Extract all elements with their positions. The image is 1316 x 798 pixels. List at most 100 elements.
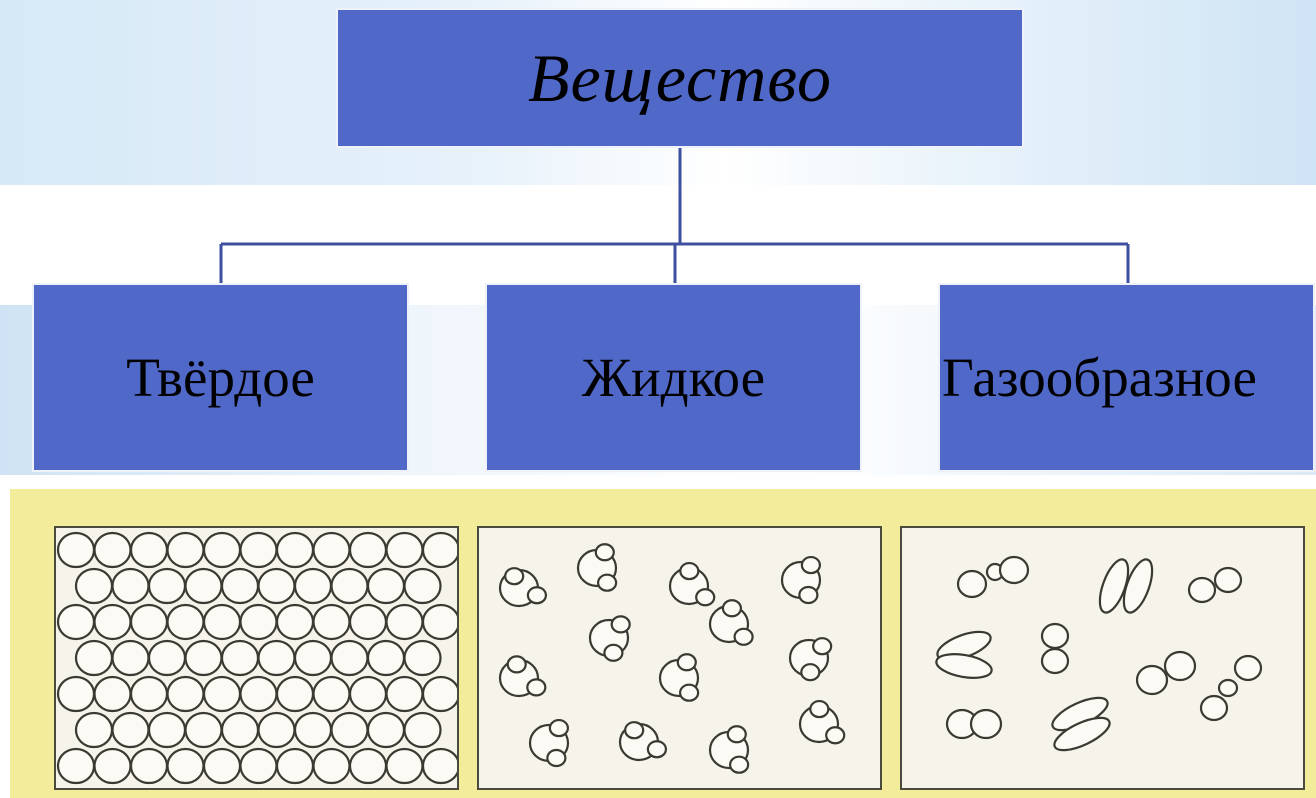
solid-particle xyxy=(239,531,278,569)
solid-particle xyxy=(184,639,223,677)
solid-particle xyxy=(111,639,150,677)
liquid-atom xyxy=(679,561,700,581)
liquid-atom xyxy=(798,585,819,605)
solid-particle xyxy=(366,711,406,749)
solid-particle xyxy=(312,603,351,641)
liquid-atom xyxy=(812,637,833,656)
solid-particle xyxy=(166,747,205,785)
solid-particle xyxy=(257,639,296,677)
liquid-atom xyxy=(526,678,547,697)
solid-particle xyxy=(421,675,457,713)
gas-particle xyxy=(956,569,988,599)
gas-particle xyxy=(1163,650,1197,682)
liquid-atom xyxy=(679,683,700,702)
solid-particle xyxy=(403,567,442,605)
liquid-atom xyxy=(726,725,747,744)
solid-particle xyxy=(257,567,296,605)
gas-particle xyxy=(1213,566,1243,594)
root-node-substance: Вещество xyxy=(336,8,1024,148)
solid-particle xyxy=(348,747,388,785)
liquid-atom xyxy=(646,740,668,759)
liquid-atom xyxy=(733,627,754,646)
child-node-solid-label: Твёрдое xyxy=(126,347,315,408)
solid-particle xyxy=(239,747,278,785)
solid-particle xyxy=(275,531,315,569)
liquid-atom xyxy=(594,543,615,562)
child-node-solid: Твёрдое xyxy=(32,283,409,472)
child-node-gas: Газообразное xyxy=(938,283,1315,472)
liquid-atom xyxy=(825,726,846,745)
gas-particle xyxy=(1040,647,1070,675)
liquid-atom xyxy=(721,599,743,618)
solid-particles-drawing xyxy=(56,531,457,785)
solid-particle xyxy=(348,603,388,641)
solid-particle xyxy=(184,567,223,605)
gas-particle xyxy=(969,708,1003,740)
solid-particle xyxy=(202,531,242,569)
liquid-atom xyxy=(603,643,624,662)
solid-particle xyxy=(56,531,96,569)
solid-particle xyxy=(330,567,369,605)
solid-particle xyxy=(366,639,406,677)
solid-particle xyxy=(147,567,187,605)
solid-particle xyxy=(421,603,457,641)
solid-particle xyxy=(166,531,205,569)
solid-particle xyxy=(129,603,169,641)
solid-particle xyxy=(421,531,457,569)
gas-particles-panel xyxy=(900,526,1305,790)
solid-particle xyxy=(147,639,187,677)
liquid-atom xyxy=(610,615,631,634)
solid-particle xyxy=(129,675,169,713)
liquid-atom xyxy=(597,573,618,592)
particle-illustration xyxy=(10,489,1316,798)
child-node-liquid: Жидкое xyxy=(485,283,862,472)
gas-particle xyxy=(1135,664,1169,696)
solid-particle xyxy=(202,747,242,785)
gas-particle xyxy=(1233,654,1263,682)
liquid-atom xyxy=(695,588,716,607)
gas-particle xyxy=(1187,576,1217,604)
solid-particle xyxy=(129,531,169,569)
liquid-atom xyxy=(676,653,697,672)
solid-particle xyxy=(366,567,406,605)
solid-particle xyxy=(74,711,114,749)
solid-particle xyxy=(74,639,114,677)
child-node-gas-label: Газообразное xyxy=(942,347,1257,408)
liquid-particles-panel xyxy=(477,526,882,790)
solid-particle xyxy=(239,675,278,713)
solid-particle xyxy=(93,675,132,713)
solid-particle xyxy=(56,675,96,713)
solid-particle xyxy=(111,567,150,605)
liquid-atom xyxy=(809,699,830,719)
solid-particle xyxy=(403,711,442,749)
solid-particle xyxy=(56,747,96,785)
gas-particle xyxy=(1053,716,1111,752)
solid-particle xyxy=(166,675,205,713)
solid-particle xyxy=(166,603,205,641)
solid-particle xyxy=(220,639,260,677)
solid-particle xyxy=(93,747,132,785)
solid-particle xyxy=(330,639,369,677)
gas-particle xyxy=(1122,558,1154,614)
gas-particle xyxy=(935,653,993,679)
solid-particle xyxy=(385,531,424,569)
solid-particle xyxy=(421,747,457,785)
liquid-particles-drawing xyxy=(498,543,846,774)
solid-particle xyxy=(275,675,315,713)
solid-particle xyxy=(129,747,169,785)
solid-particle xyxy=(293,711,333,749)
solid-particle xyxy=(93,531,132,569)
solid-particle xyxy=(385,675,424,713)
solid-particle xyxy=(220,567,260,605)
gas-particle xyxy=(1217,678,1239,698)
solid-particle xyxy=(385,603,424,641)
gas-particle xyxy=(998,555,1030,585)
solid-particle xyxy=(111,711,150,749)
solid-particle xyxy=(184,711,223,749)
solid-particle xyxy=(293,567,333,605)
solid-particle xyxy=(275,747,315,785)
solid-particle xyxy=(74,567,114,605)
solid-particle xyxy=(239,603,278,641)
solid-particle xyxy=(56,603,96,641)
liquid-atom xyxy=(800,555,821,575)
